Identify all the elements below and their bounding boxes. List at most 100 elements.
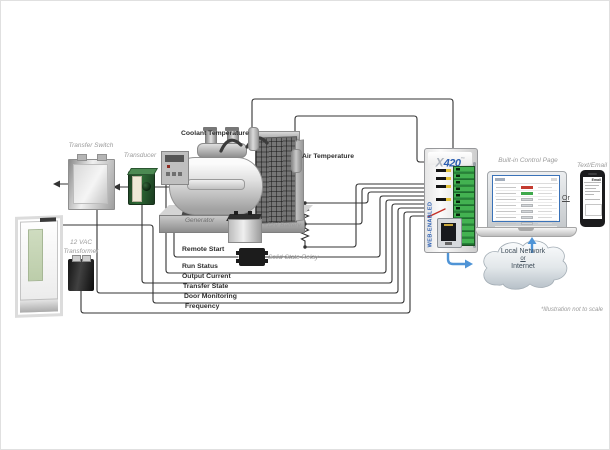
laptop-screen: [487, 171, 567, 229]
row-value-bar: [538, 192, 552, 194]
transformer: [68, 255, 94, 291]
ethernet-port: [437, 218, 462, 248]
battery-terminal: [234, 211, 238, 215]
row-status-cell: [521, 221, 533, 226]
generator-control-box: [161, 151, 189, 185]
remote-start-label: Remote Start: [182, 246, 225, 253]
wire-stub-tip: [446, 177, 451, 180]
laptop-base: [475, 227, 577, 237]
page-row: [495, 215, 557, 221]
row-status-cell: [521, 215, 533, 220]
row-status-cell: [521, 209, 533, 214]
generator-rail: [187, 179, 245, 190]
control-box-led: [167, 165, 170, 168]
web-enabled-text: WEB-ENABLED: [427, 201, 434, 248]
rj45-jack: [441, 223, 456, 241]
row-value-bar: [538, 204, 552, 206]
transfer-switch-label: Transfer Switch: [68, 142, 114, 149]
wire-divider-2: [304, 187, 434, 225]
wire-output-current: [141, 202, 434, 284]
email-line: [585, 194, 594, 195]
arrow-to-cloud: [465, 259, 473, 269]
transducer-label-panel: [132, 176, 142, 202]
page-row: [495, 221, 557, 227]
x420-logo-x: X: [435, 155, 444, 170]
phone-speaker: [588, 173, 597, 175]
email-divider: [584, 182, 601, 183]
control-page-rows: [495, 185, 557, 227]
phone-screen: Email: [583, 177, 602, 219]
transfer-state-label: Transfer State: [183, 283, 229, 290]
run-status-label: Run Status: [182, 263, 218, 270]
row-value-bar: [538, 216, 552, 218]
door-closer: [40, 217, 56, 222]
laptop-touchpad: [518, 228, 534, 231]
email-body-box: [585, 204, 602, 216]
email-line: [585, 199, 600, 200]
page-row: [495, 185, 557, 191]
arrow-to-laptop: [527, 237, 537, 244]
relay-fin: [236, 251, 240, 255]
pipe-flange: [225, 127, 239, 131]
red-wire: [427, 208, 446, 218]
junction-dot: [303, 201, 307, 205]
air-temperature-sensor: [291, 149, 302, 173]
solid-state-relay: [236, 248, 268, 266]
row-label-bar: [496, 216, 516, 218]
transducer: [126, 168, 159, 205]
row-label-bar: [496, 222, 516, 224]
row-label-bar: [496, 210, 516, 212]
conduit-tab: [77, 154, 87, 161]
battery: [226, 211, 262, 243]
conduit-tab: [97, 154, 107, 161]
row-status-cell: [521, 197, 533, 202]
wire-run-status: [165, 182, 434, 274]
hose: [219, 138, 243, 153]
coolant-temperature-label: Coolant Temperature: [181, 130, 249, 137]
transducer-hole: [142, 182, 151, 191]
cloud-label: Local Network or Internet: [475, 248, 571, 270]
wire-stub-tip: [446, 185, 451, 188]
arrow-into-switch: [113, 183, 120, 191]
row-label-bar: [496, 192, 516, 194]
wire-stub: [436, 185, 446, 188]
transducer-top: [126, 168, 159, 175]
email-line: [585, 185, 599, 186]
door-monitoring-label: Door Monitoring: [184, 293, 237, 300]
cloud-line3: Internet: [511, 263, 535, 270]
row-status-cell: [521, 185, 533, 190]
laptop: [475, 165, 577, 237]
row-label-bar: [496, 198, 516, 200]
output-current-label: Output Current: [182, 273, 231, 280]
rj45-pins: [444, 224, 453, 226]
wire-transfer-state: [96, 207, 434, 294]
page-row: [495, 209, 557, 215]
cloud-line1: Local Network: [500, 248, 546, 255]
text-email-label: Text/Email: [576, 162, 608, 169]
cloud-line2: or: [520, 256, 526, 262]
page-menu: [551, 178, 557, 181]
row-value-bar: [538, 210, 552, 212]
red-wire-layer: [427, 208, 446, 218]
footnote: *Illustration not to scale: [540, 307, 603, 313]
wire-divider-3: [304, 183, 434, 248]
battery-terminal: [248, 211, 252, 215]
coolant-temperature-sensor: [248, 127, 259, 151]
wire-remote-start-b: [261, 195, 434, 258]
page-row: [495, 197, 557, 203]
solid-state-relay-label: Solid-State Relay: [268, 254, 319, 261]
phone: Email: [580, 170, 605, 227]
wire-stub: [436, 198, 446, 201]
transfer-switch-panel: [73, 164, 108, 204]
transformer-terminal: [82, 255, 91, 262]
relay-fin: [264, 251, 268, 255]
relay-fin: [264, 259, 268, 263]
air-temperature-label: Air Temperature: [302, 153, 354, 160]
wire-stub: [436, 169, 446, 172]
battery-label: +12V Battery: [263, 222, 301, 229]
pipe-flange: [203, 127, 217, 131]
transfer-switch: [68, 154, 115, 210]
or-label: Or: [562, 195, 570, 202]
arrow-left: [53, 180, 60, 188]
